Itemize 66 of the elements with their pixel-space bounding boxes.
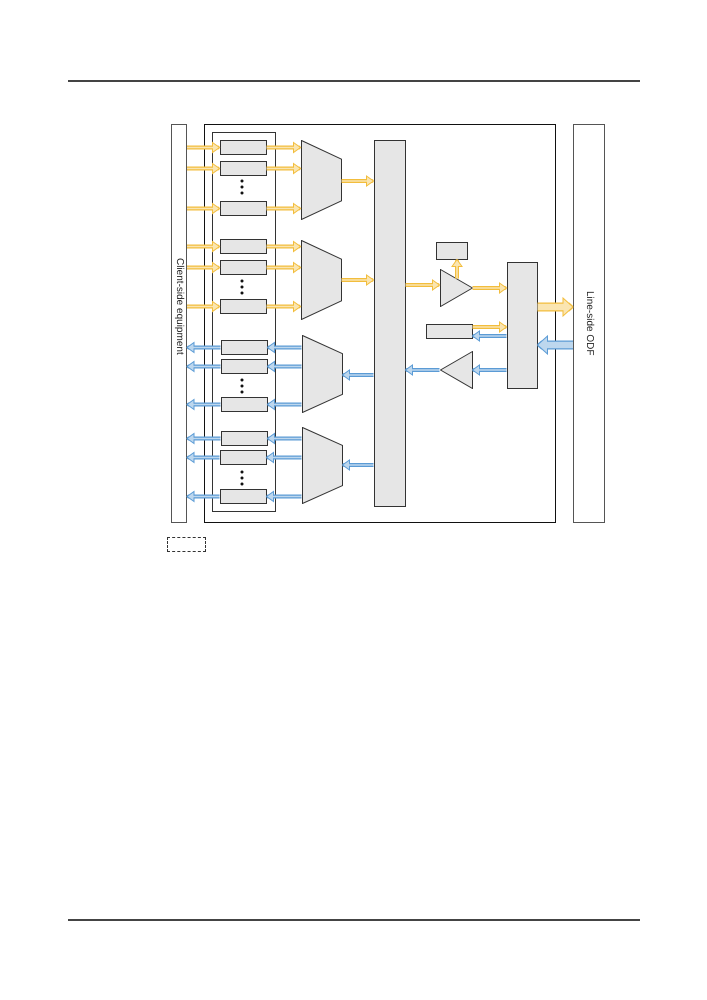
arrow bbox=[186, 433, 220, 444]
arrow bbox=[187, 241, 220, 252]
arrow bbox=[472, 330, 506, 342]
equipment-band bbox=[573, 124, 605, 523]
arrow bbox=[537, 336, 573, 354]
arrow bbox=[472, 282, 507, 294]
arrow bbox=[472, 322, 507, 332]
arrow bbox=[186, 399, 220, 410]
module-box bbox=[220, 260, 266, 274]
module-box bbox=[220, 340, 268, 354]
band-label: Line-side ODF bbox=[584, 291, 594, 356]
dashed-box bbox=[167, 537, 206, 552]
arrow bbox=[472, 364, 506, 376]
arrow bbox=[186, 361, 220, 372]
arrow bbox=[406, 280, 440, 290]
board-frame bbox=[204, 124, 556, 523]
tall-block bbox=[506, 262, 538, 388]
arrow bbox=[267, 433, 302, 444]
arrow bbox=[342, 460, 374, 470]
arrow bbox=[342, 370, 374, 380]
arrow bbox=[266, 203, 301, 214]
demux-trapezoid bbox=[302, 426, 342, 504]
arrow bbox=[405, 364, 440, 376]
mux-trapezoid bbox=[300, 240, 342, 320]
arrow bbox=[266, 491, 302, 502]
arrow bbox=[186, 452, 220, 463]
demux-trapezoid bbox=[302, 334, 342, 412]
arrow bbox=[266, 452, 302, 463]
module-box bbox=[220, 450, 266, 464]
arrow bbox=[186, 491, 220, 502]
amplifier-triangle bbox=[440, 350, 472, 388]
amplifier-triangle bbox=[440, 268, 472, 306]
module-box bbox=[220, 358, 268, 374]
small-block bbox=[426, 324, 472, 338]
arrow bbox=[266, 262, 301, 273]
arrow bbox=[452, 259, 462, 279]
module-box bbox=[220, 430, 268, 446]
module-box bbox=[220, 298, 266, 314]
arrow bbox=[267, 342, 302, 353]
mux-trapezoid bbox=[300, 140, 342, 220]
arrow bbox=[342, 274, 374, 286]
band-label: Client-side equipment bbox=[174, 258, 184, 355]
module-box bbox=[220, 396, 268, 412]
module-group-frame bbox=[212, 132, 276, 512]
arrow bbox=[267, 399, 302, 410]
module-box bbox=[220, 200, 266, 216]
arrow bbox=[266, 241, 301, 252]
arrow bbox=[187, 142, 220, 153]
tall-block bbox=[374, 140, 406, 506]
arrow bbox=[187, 301, 220, 312]
module-box bbox=[220, 488, 266, 504]
arrow bbox=[187, 262, 220, 273]
arrow bbox=[342, 176, 374, 186]
arrow bbox=[267, 361, 302, 372]
arrow bbox=[186, 342, 220, 353]
arrow bbox=[266, 163, 301, 174]
module-box bbox=[220, 160, 266, 176]
equipment-band bbox=[171, 124, 187, 523]
arrow bbox=[266, 301, 301, 312]
module-box bbox=[220, 238, 266, 254]
small-block bbox=[436, 242, 468, 260]
arrow bbox=[538, 298, 574, 316]
arrow bbox=[187, 163, 220, 174]
arrow bbox=[266, 142, 301, 153]
arrow bbox=[187, 203, 220, 214]
module-box bbox=[220, 140, 266, 154]
